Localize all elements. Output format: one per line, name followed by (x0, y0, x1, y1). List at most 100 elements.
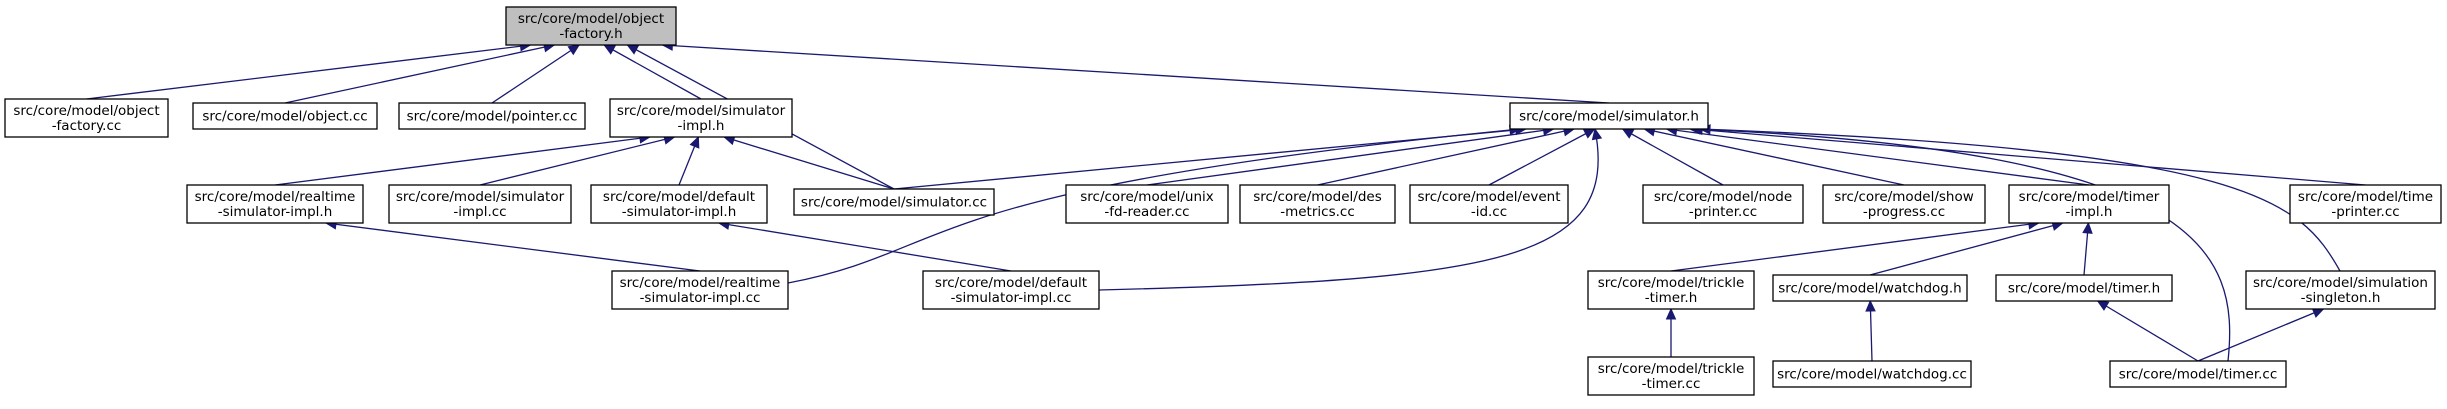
graph-node-timer-h[interactable]: src/core/model/timer.h (1995, 274, 2173, 302)
edge-trickle-h-to-timerimpl-h (1670, 219, 2041, 272)
edge-line (1622, 128, 1724, 186)
edge-arrowhead (567, 44, 581, 56)
node-label-line: -simulator-impl.h (622, 204, 737, 220)
node-label-line: src/core/model/timer (2019, 189, 2160, 205)
node-box (2008, 184, 2170, 224)
graph-node-timerimpl-h[interactable]: src/core/model/timer-impl.h (2008, 184, 2170, 224)
edge-line (1488, 128, 1595, 186)
graph-node-simulator-cc[interactable]: src/core/model/simulator.cc (793, 188, 995, 216)
node-label-line: src/core/model/watchdog.cc (1777, 367, 1967, 383)
graph-node-trickle-cc[interactable]: src/core/model/trickle-timer.cc (1587, 356, 1755, 396)
edge-line (1098, 128, 1599, 291)
edge-timer-cc-to-simsingle-h (2197, 308, 2325, 362)
node-box (1409, 184, 1569, 224)
edge-objfac-cc-to-objfac-h (86, 41, 532, 100)
node-box (590, 184, 768, 224)
edge-line (1666, 128, 2090, 186)
graph-node-nodeprinter-cc[interactable]: src/core/model/node-printer.cc (1642, 184, 1804, 224)
graph-node-timeprinter-cc[interactable]: src/core/model/time-printer.cc (2289, 184, 2442, 224)
edge-timer-h-to-timerimpl-h (2082, 221, 2093, 276)
edge-line (1670, 222, 2039, 272)
node-label-line: -singleton.h (2301, 290, 2381, 306)
edge-line (325, 222, 701, 272)
node-box (1509, 102, 1709, 130)
edge-line (86, 44, 531, 100)
graph-node-showprog-cc[interactable]: src/core/model/show-progress.cc (1822, 184, 1986, 224)
node-label-line: src/core/model/object (13, 103, 159, 119)
edge-timer-cc-to-simulator-h (1688, 124, 2231, 362)
node-label-line: src/core/model/event (1417, 189, 1560, 205)
edge-trickle-cc-to-trickle-h (1665, 307, 1677, 357)
node-label-line: -printer.cc (2331, 204, 2399, 220)
node-box (1772, 274, 1968, 302)
node-box (1772, 360, 1972, 388)
node-label-line: src/core/model/pointer.cc (407, 109, 578, 125)
graph-node-object-cc[interactable]: src/core/model/object.cc (192, 102, 378, 130)
node-label-line: src/core/model/watchdog.h (1778, 281, 1961, 297)
graph-node-simimpl-h[interactable]: src/core/model/simulator-impl.h (609, 98, 793, 138)
node-label-line: -fd-reader.cc (1104, 204, 1189, 220)
node-label-line: -id.cc (1471, 204, 1507, 220)
edge-line (603, 44, 702, 100)
edge-line (723, 136, 895, 190)
edge-timerimpl-h-to-simulator-h (1665, 125, 2090, 186)
node-label-line: -simulator-impl.cc (640, 290, 761, 306)
edge-line (2097, 300, 2199, 362)
graph-node-defimpl-cc[interactable]: src/core/model/default-simulator-impl.cc (922, 270, 1100, 310)
graph-node-simimpl-cc[interactable]: src/core/model/simulator-impl.cc (388, 184, 572, 224)
edge-arrowhead (2082, 221, 2093, 234)
graph-node-watchdog-cc[interactable]: src/core/model/watchdog.cc (1772, 360, 1972, 388)
graph-node-desmetrics-cc[interactable]: src/core/model/des-metrics.cc (1239, 184, 1396, 224)
node-box (793, 188, 995, 216)
edge-defimpl-h-to-simimpl-h (678, 135, 700, 186)
node-box (505, 6, 677, 46)
node-label-line: -printer.cc (1689, 204, 1757, 220)
graph-nodes: src/core/model/object -factory.h src/core/… (4, 6, 2442, 396)
edge-unixfd-cc-to-simulator-h (1146, 125, 1555, 186)
node-box (388, 184, 572, 224)
edge-watchdog-h-to-timerimpl-h (1869, 220, 2064, 276)
graph-node-rtimpl-cc[interactable]: src/core/model/realtime-simulator-impl.c… (611, 270, 789, 310)
edge-line (1869, 222, 2063, 276)
edge-arrowhead (689, 135, 700, 149)
graph-node-eventid-cc[interactable]: src/core/model/event-id.cc (1409, 184, 1569, 224)
edge-eventid-cc-to-simulator-h (1488, 128, 1596, 186)
node-box (1642, 184, 1804, 224)
edge-timer-cc-to-timer-h (2096, 300, 2199, 362)
node-box (2245, 270, 2436, 310)
node-label-line: -timer.cc (1642, 376, 1701, 392)
graph-node-unixfd-cc[interactable]: src/core/model/unix-fd-reader.cc (1065, 184, 1229, 224)
edge-line (1317, 128, 1575, 186)
node-label-line: src/core/model/trickle (1598, 275, 1745, 291)
graph-node-objfac-cc[interactable]: src/core/model/object-factory.cc (4, 98, 169, 138)
edge-line (1146, 128, 1554, 186)
node-box (186, 184, 364, 224)
node-box (192, 102, 378, 130)
edge-line (787, 128, 1521, 284)
edge-arrowhead (1665, 307, 1677, 320)
graph-node-watchdog-h[interactable]: src/core/model/watchdog.h (1772, 274, 1968, 302)
node-label-line: -impl.h (678, 118, 725, 134)
node-box (2109, 360, 2287, 388)
edge-line (1699, 128, 2341, 272)
node-label-line: src/core/model/default (603, 189, 755, 205)
edge-watchdog-cc-to-watchdog-h (1865, 299, 1876, 362)
graph-node-pointer-cc[interactable]: src/core/model/pointer.cc (398, 102, 586, 130)
edge-line (274, 136, 650, 186)
graph-node-timer-cc[interactable]: src/core/model/timer.cc (2109, 360, 2287, 388)
graph-node-simulator-h[interactable]: src/core/model/simulator.h (1509, 102, 1709, 130)
edge-arrowhead (2311, 308, 2325, 318)
edge-object-cc-to-objfac-h (284, 42, 556, 104)
edge-simimpl-h-to-objfac-h (603, 44, 702, 100)
node-label-line: src/core/model/object.cc (202, 109, 367, 125)
graph-node-trickle-h[interactable]: src/core/model/trickle-timer.h (1587, 270, 1755, 310)
graph-node-simsingle-h[interactable]: src/core/model/simulation-singleton.h (2245, 270, 2436, 310)
node-box (1995, 274, 2173, 302)
edge-arrowhead (603, 44, 616, 55)
graph-node-rtimpl-h[interactable]: src/core/model/realtime-simulator-impl.h (186, 184, 364, 224)
graph-node-defimpl-h[interactable]: src/core/model/default-simulator-impl.h (590, 184, 768, 224)
node-label-line: -factory.h (559, 26, 622, 42)
node-box (2289, 184, 2442, 224)
edge-arrowhead (1621, 128, 1635, 139)
